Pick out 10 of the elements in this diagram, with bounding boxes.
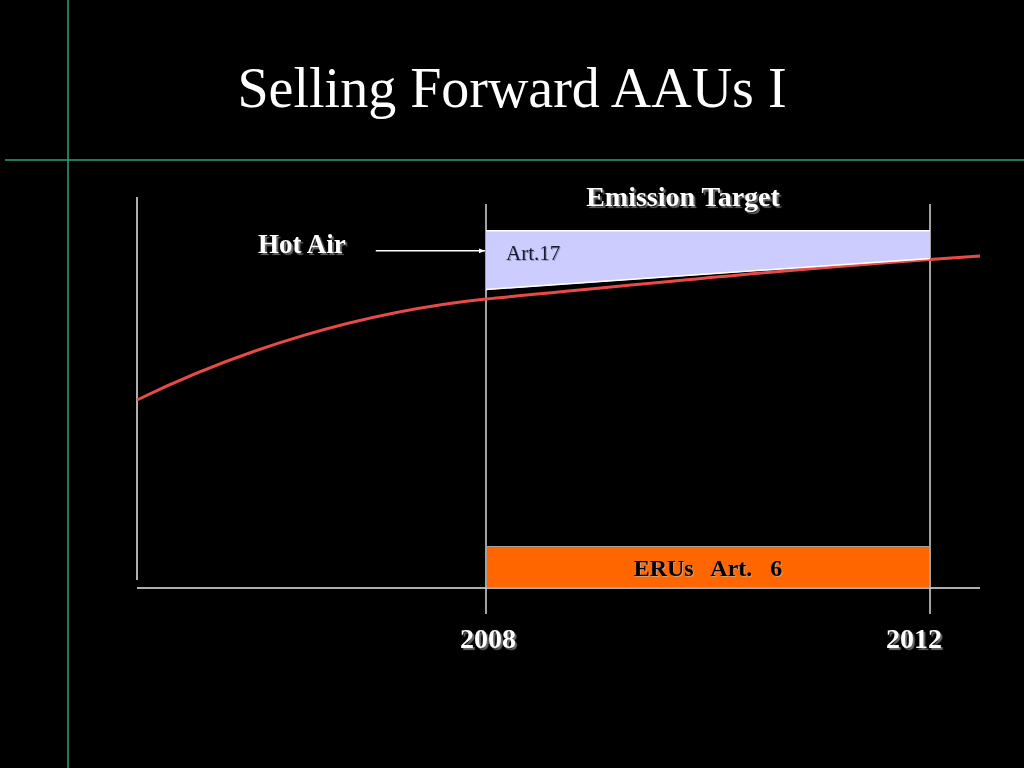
area-label: Art.17: [506, 242, 561, 266]
shaded-area: [486, 230, 930, 291]
period-bar: [486, 546, 930, 588]
arrow: [375, 248, 486, 254]
year-label: 2008: [460, 624, 516, 655]
chart-heading: Emission Target: [586, 182, 780, 213]
year-label: 2012: [886, 624, 942, 655]
bar-label: ERUs Art. 6: [633, 555, 783, 582]
slide-title: Selling Forward AAUs I: [237, 58, 787, 120]
callout-label: Hot Air: [258, 230, 346, 260]
